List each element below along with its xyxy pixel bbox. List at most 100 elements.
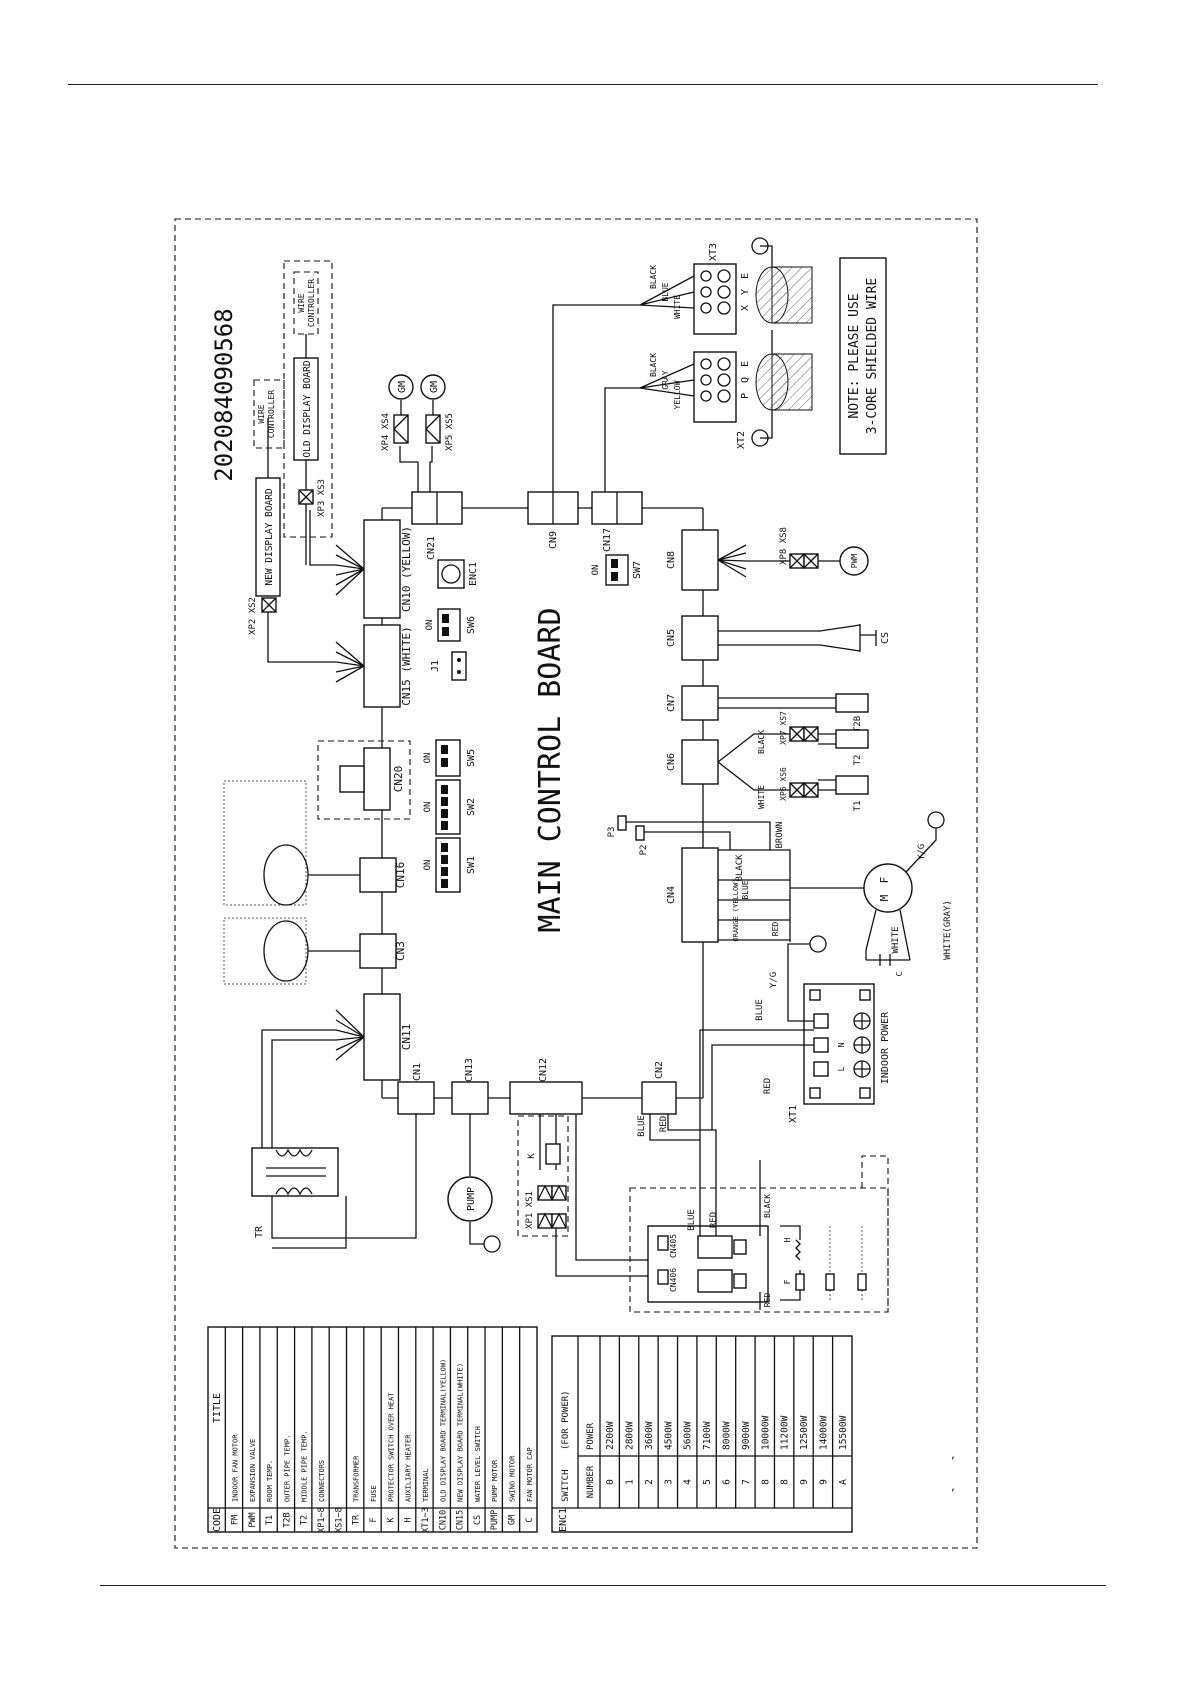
title-cell: EXPANSION VALVE [249,1439,257,1502]
title-cell: TERMINAL [422,1468,430,1502]
title-cell: FUSE [370,1485,378,1502]
svg-text:XP4 XS4: XP4 XS4 [381,413,391,451]
enc-number-cell: 8 [760,1479,771,1485]
jumper-p2-p3: P3 P2 [607,815,771,856]
code-cell: XS1~8 [334,1507,344,1533]
svg-text:CN5: CN5 [666,629,677,647]
svg-text:BLACK: BLACK [763,1194,772,1218]
enc-power-cell: 2200W [605,1421,616,1450]
enc-number-cell: 7 [741,1479,752,1485]
connector-cn5: CN5 CS [666,615,891,661]
board-title: MAIN CONTROL BOARD [533,607,568,932]
svg-text:CN17: CN17 [602,528,613,552]
title-cell: ROOM TEMP. [266,1460,274,1502]
title-cell: TITLE [212,1393,223,1423]
svg-text:T2B: T2B [853,716,863,732]
svg-text:3-CORE SHIELDED WIRE: 3-CORE SHIELDED WIRE [865,278,880,435]
enc-power-cell: 9000W [741,1421,752,1450]
svg-text:C: C [895,971,904,976]
title-cell: PROTECTOR SWITCH OVER HEAT [387,1392,395,1502]
code-cell: H [404,1517,414,1522]
svg-text:P: P [740,393,751,399]
title-cell: INDOOR FAN MOTOR [231,1434,239,1502]
mark-1: , [950,1450,956,1461]
enc-number-cell: 9 [818,1479,829,1485]
enc-number-cell: 4 [683,1479,694,1485]
svg-text:BLACK: BLACK [757,730,766,754]
svg-text:SW5: SW5 [466,749,477,767]
enc-label: ENC1 [558,1508,569,1532]
svg-text:BLUE: BLUE [637,1115,647,1137]
svg-text:N: N [837,1042,846,1047]
connector-cn3: CN3 [223,917,407,985]
svg-text:RED: RED [771,922,780,937]
enc-header-number: NUMBER [586,1465,596,1498]
svg-text:XP5 XS5: XP5 XS5 [445,413,455,451]
svg-text:NOTE: PLEASE USE: NOTE: PLEASE USE [847,293,862,418]
svg-text:XP7 XS7: XP7 XS7 [779,711,788,745]
swing-motor-wiring: XP4 XS4 XP5 XS5 GM GM [381,374,455,492]
connector-cn7: CN7 T2B [666,685,869,732]
svg-text:SW2: SW2 [466,798,477,816]
svg-text:PWM: PWM [850,554,859,569]
svg-text:BROWN: BROWN [775,821,785,848]
enc-power-cell: 15500W [838,1415,849,1450]
switch-sw6: ON SW6 [425,608,477,642]
terminal-xt3: E Y X XT3 BLACK BLUE WHITE [639,237,813,335]
svg-text:P2: P2 [639,845,649,856]
svg-text:YELLOW: YELLOW [673,380,682,409]
svg-text:BLACK: BLACK [649,353,658,377]
svg-text:NEW DISPLAY BOARD: NEW DISPLAY BOARD [264,488,275,586]
enc-number-cell: 8 [780,1479,791,1485]
svg-text:PUMP: PUMP [466,1187,477,1211]
svg-text:H: H [783,1237,792,1242]
enc-number-cell: 9 [799,1479,810,1485]
svg-text:SW6: SW6 [466,616,477,634]
title-cell: OUTER PIPE TEMP. [283,1435,291,1502]
svg-text:GM: GM [397,381,408,393]
svg-text:Y/G: Y/G [769,972,779,988]
svg-text:BLACK: BLACK [735,854,745,882]
old-display-board: OLD DISPLAY BOARD WIRE CONTROLLER XP3 XS… [283,260,333,565]
code-cell: T2 [300,1515,310,1525]
switch-sw7: ON SW7 [591,554,643,586]
bottom-rule [100,1585,1106,1586]
connector-cn6: CN6 XP7 XS7 XP6 XS6 BLACK WHITE T2 T1 [666,711,869,811]
svg-text:CN1: CN1 [412,1063,423,1081]
svg-text:ON: ON [425,620,435,631]
svg-text:SW7: SW7 [632,561,643,579]
enc-power-cell: 7100W [702,1421,713,1450]
code-table-frame [207,1326,538,1533]
svg-text:WHITE(GRAY): WHITE(GRAY) [943,900,953,960]
code-cell: PWM [248,1512,258,1527]
svg-text:CN13: CN13 [464,1058,475,1082]
terminal-xt2: E Q P XT2 BLACK GRAY YELLOW [639,330,813,449]
svg-text:M: M [878,894,891,901]
svg-text:CN406: CN406 [669,1268,678,1292]
svg-text:WIRE: WIRE [297,293,306,312]
code-cell: FM [230,1515,240,1525]
title-cell: MIDDLE PIPE TEMP. [301,1430,309,1502]
title-cell: TRANSFORMER [353,1455,361,1502]
svg-text:CN8: CN8 [666,551,677,569]
terminal-xt1: N L XT1 INDOOR POWER Y/G [769,935,891,1123]
title-cell: NEW DISPLAY BOARD TERMINAL(WHITE) [457,1363,465,1502]
svg-text:XP2 XS2: XP2 XS2 [248,597,258,635]
jumper-j1: J1 [430,651,467,681]
svg-text:BLUE: BLUE [741,880,750,899]
code-cell: GM [508,1515,518,1525]
svg-text:XT2: XT2 [736,431,747,449]
title-cell: OLD DISPLAY BOARD TERMINAL(YELLOW) [439,1359,447,1502]
connector-cn11: CN11 [261,993,413,1095]
svg-text:CN20: CN20 [392,766,405,793]
svg-text:CN16: CN16 [394,862,407,889]
enc-power-cell: 11200W [780,1415,791,1450]
enc-number-cell: A [838,1479,849,1485]
enc-power-cell: 3600W [644,1421,655,1450]
svg-text:E: E [740,361,751,367]
svg-text:K: K [527,1153,537,1159]
svg-text:XP8 XS8: XP8 XS8 [779,527,789,565]
svg-text:BLACK: BLACK [649,265,658,289]
svg-text:CN21: CN21 [426,536,437,560]
